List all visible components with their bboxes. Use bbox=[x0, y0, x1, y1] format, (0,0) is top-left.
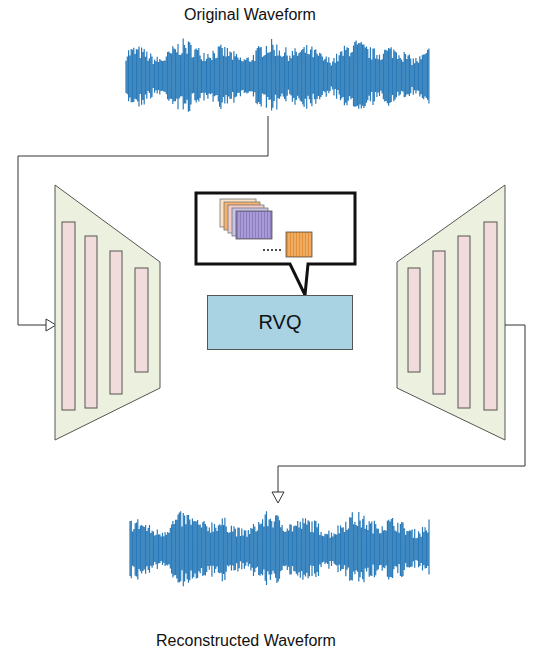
codebook-stripes bbox=[239, 212, 269, 238]
reconstructed-waveform bbox=[130, 511, 429, 586]
encoder bbox=[55, 185, 160, 440]
decoder-layer bbox=[458, 236, 470, 408]
encoder-layer bbox=[110, 251, 122, 394]
encoder-layer bbox=[62, 222, 75, 410]
decoder-layer bbox=[433, 251, 445, 394]
encoder-layer bbox=[85, 236, 97, 408]
arrow-head bbox=[272, 492, 284, 503]
output-line bbox=[278, 325, 525, 492]
codebook-stack bbox=[220, 199, 312, 257]
waveform-strokes bbox=[130, 511, 429, 586]
encoder-layer bbox=[135, 268, 148, 372]
codebook-callout bbox=[196, 193, 355, 295]
codebook-stripes bbox=[289, 233, 310, 256]
decoder-layer bbox=[408, 268, 420, 372]
waveform-title: Original Waveform bbox=[184, 6, 316, 24]
rvq-box: RVQ bbox=[207, 295, 353, 350]
node-label: RVQ bbox=[259, 311, 302, 334]
decoder bbox=[397, 185, 505, 440]
decoder-layer bbox=[484, 222, 497, 410]
waveform-strokes bbox=[126, 39, 429, 112]
original-waveform bbox=[126, 39, 429, 112]
waveform-title: Reconstructed Waveform bbox=[156, 632, 336, 650]
